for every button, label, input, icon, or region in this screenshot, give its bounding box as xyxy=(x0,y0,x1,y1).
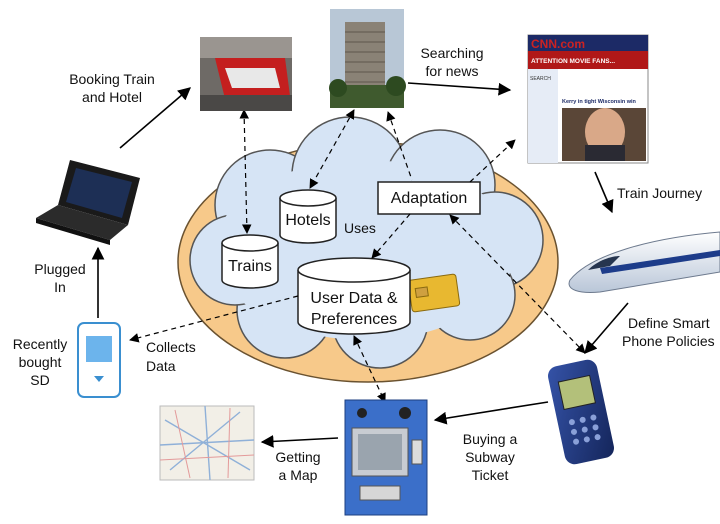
label-buying-1: Buying a xyxy=(463,431,518,447)
street-map xyxy=(159,405,255,481)
dashed-connections xyxy=(129,109,586,403)
user-data-database: User Data & Preferences xyxy=(297,257,411,335)
bullet-train-photo xyxy=(568,231,720,293)
trains-label: Trains xyxy=(228,258,272,275)
news-page: CNN.com ATTENTION MOVIE FANS... SEARCH K… xyxy=(527,34,649,164)
user-data-label-2: Preferences xyxy=(311,311,397,328)
hotels-database: Hotels xyxy=(279,189,337,244)
train-station-photo xyxy=(200,37,292,111)
ticket-kiosk xyxy=(344,399,428,516)
label-buying-3: Ticket xyxy=(472,467,509,483)
news-headline: ATTENTION MOVIE FANS... xyxy=(531,58,615,65)
adaptation-label: Adaptation xyxy=(391,190,468,207)
news-brand: CNN.com xyxy=(531,37,585,51)
news-search: SEARCH xyxy=(530,76,551,82)
label-booking-2: and Hotel xyxy=(82,89,142,105)
user-data-label-1: User Data & xyxy=(310,290,397,307)
label-buying-2: Subway xyxy=(465,449,515,465)
label-define-2: Phone Policies xyxy=(622,333,715,349)
laptop-icon xyxy=(36,160,140,245)
trains-database: Trains xyxy=(221,234,279,289)
label-define-1: Define Smart xyxy=(628,315,710,331)
sd-card-icon xyxy=(77,322,121,398)
label-searching-1: Searching xyxy=(420,45,483,61)
label-train-journey: Train Journey xyxy=(617,185,702,201)
label-plugged-1: Plugged xyxy=(34,261,85,277)
label-plugged-2: In xyxy=(54,279,66,295)
label-booking-1: Booking Train xyxy=(69,71,155,87)
credit-card-icon xyxy=(407,273,461,313)
label-getting-1: Getting xyxy=(275,449,320,465)
label-recently-3: SD xyxy=(30,372,49,388)
label-collects-2: Data xyxy=(146,358,176,374)
label-recently-2: bought xyxy=(19,354,62,370)
smartphone-icon xyxy=(548,359,614,465)
label-getting-2: a Map xyxy=(279,467,318,483)
scenario-labels: Booking Train and Hotel Searching for ne… xyxy=(13,45,715,483)
label-recently-1: Recently xyxy=(13,336,67,352)
hotels-label: Hotels xyxy=(285,212,330,229)
label-collects-1: Collects xyxy=(146,339,196,355)
uses-label: Uses xyxy=(344,220,376,236)
hotel-photo xyxy=(329,9,406,108)
news-story: Kerry in tight Wisconsin win xyxy=(562,99,637,105)
adaptation-box: Adaptation xyxy=(377,181,481,215)
flow-arrows xyxy=(91,82,629,448)
label-searching-2: for news xyxy=(426,63,479,79)
